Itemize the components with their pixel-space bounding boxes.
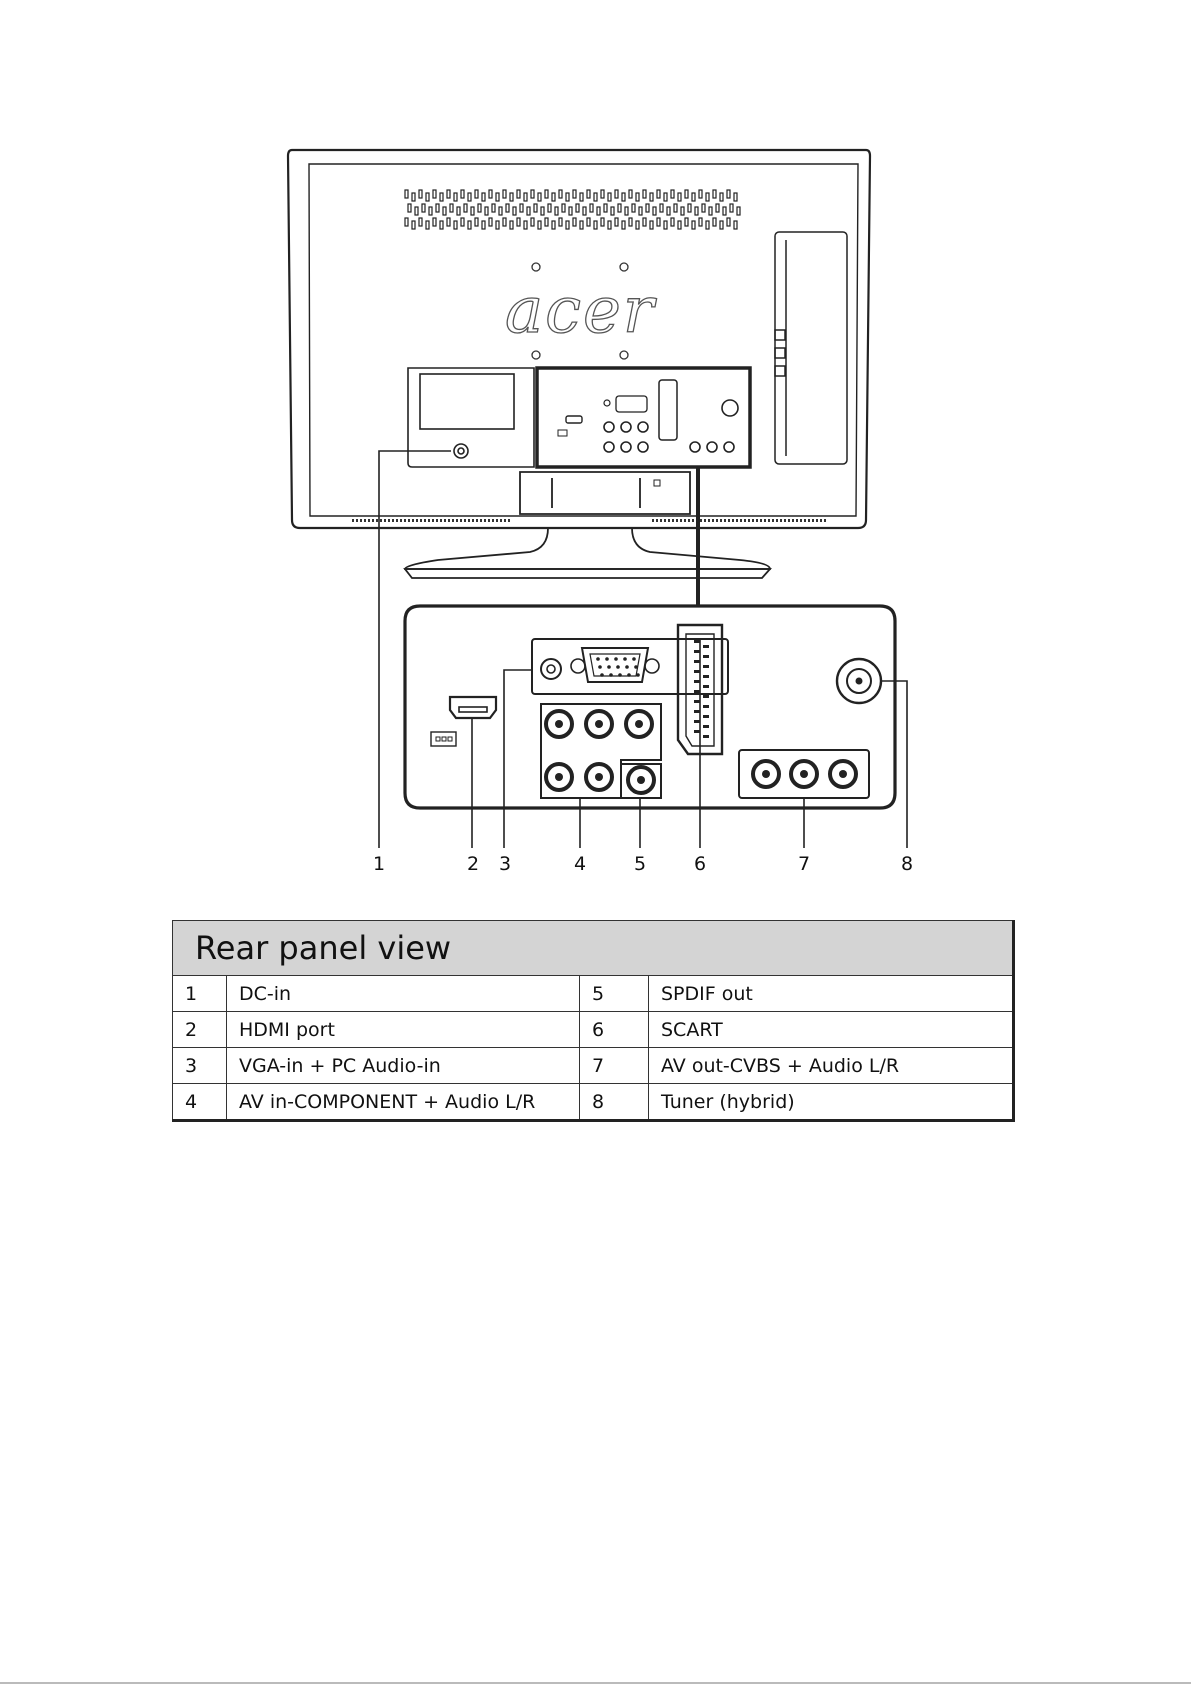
rear-panel-legend-table: Rear panel view 1 DC-in 5 SPDIF out 2 HD…	[172, 920, 1015, 1122]
callout-numbers: 1 2 3 4 5 6 7 8	[373, 853, 913, 875]
item-label: Tuner (hybrid)	[649, 1084, 1014, 1121]
item-label: AV out-CVBS + Audio L/R	[649, 1048, 1014, 1084]
item-number: 7	[580, 1048, 649, 1084]
stand-neck	[520, 472, 690, 514]
callout-8: 8	[901, 853, 913, 875]
vga-pc-audio-icon	[532, 639, 728, 694]
table-row: 4 AV in-COMPONENT + Audio L/R 8 Tuner (h…	[173, 1084, 1014, 1121]
item-number: 4	[173, 1084, 227, 1121]
component-audio-rca-icon	[541, 704, 661, 798]
side-control-panel	[775, 232, 847, 464]
item-label: VGA-in + PC Audio-in	[227, 1048, 580, 1084]
item-label: SPDIF out	[649, 976, 1014, 1012]
stand-base	[405, 528, 770, 578]
rear-panel-figure: acer	[0, 0, 1191, 900]
acer-logo: acer	[505, 274, 657, 348]
item-number: 5	[580, 976, 649, 1012]
item-label: HDMI port	[227, 1012, 580, 1048]
callout-5: 5	[634, 853, 646, 875]
item-label: SCART	[649, 1012, 1014, 1048]
rca-jacks	[546, 711, 856, 793]
callout-7: 7	[798, 853, 810, 875]
scart-pins	[694, 640, 709, 738]
ventilation-grille	[405, 190, 740, 229]
table-title-row: Rear panel view	[173, 921, 1014, 976]
item-label: AV in-COMPONENT + Audio L/R	[227, 1084, 580, 1121]
table-row: 1 DC-in 5 SPDIF out	[173, 976, 1014, 1012]
callout-1: 1	[373, 853, 385, 875]
tuner-coax-icon	[837, 659, 881, 703]
item-number: 1	[173, 976, 227, 1012]
bottom-edge-vents	[352, 519, 826, 522]
item-number: 2	[173, 1012, 227, 1048]
callout-leaders	[379, 451, 907, 848]
hdmi-port-icon	[431, 697, 496, 746]
item-number: 6	[580, 1012, 649, 1048]
callout-4: 4	[574, 853, 586, 875]
item-number: 3	[173, 1048, 227, 1084]
vga-pins	[596, 657, 640, 677]
connector-area-small	[537, 368, 750, 467]
item-label: DC-in	[227, 976, 580, 1012]
table-row: 3 VGA-in + PC Audio-in 7 AV out-CVBS + A…	[173, 1048, 1014, 1084]
callout-2: 2	[467, 853, 479, 875]
table-row: 2 HDMI port 6 SCART	[173, 1012, 1014, 1048]
callout-6: 6	[694, 853, 706, 875]
dc-in-housing	[408, 368, 534, 467]
item-number: 8	[580, 1084, 649, 1121]
page-bottom-rule	[0, 1682, 1191, 1684]
table-title: Rear panel view	[173, 921, 1014, 976]
callout-3: 3	[499, 853, 511, 875]
